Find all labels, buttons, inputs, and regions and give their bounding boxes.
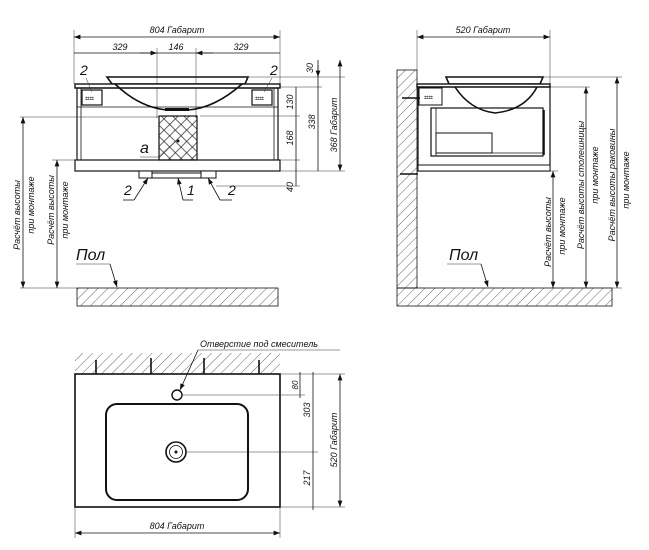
callout-1: 1 (187, 182, 195, 198)
height-calc-1-sublabel: при монтаже (26, 176, 36, 233)
callout-2-top-left: 2 (79, 62, 88, 78)
svg-text:⌗⌗: ⌗⌗ (424, 93, 434, 102)
side-overall-depth-label: 520 Габарит (456, 25, 511, 35)
countertop-height-calc-label: Расчёт высоты столешницы (576, 120, 586, 249)
cabinet-bottom-panel (74, 159, 281, 172)
svg-text:⌗⌗: ⌗⌗ (85, 94, 95, 103)
basin-height-calc-sublabel: при монтаже (621, 151, 631, 208)
height-calc-1-label: Расчёт высоты (12, 180, 22, 250)
hinge-right-icon (251, 89, 273, 106)
detail-a-label: a (140, 140, 149, 157)
callout-2-bottom-left: 2 (123, 182, 132, 198)
side-hinge-icon (418, 87, 443, 106)
top-overall-depth-label: 520 Габарит (329, 412, 339, 467)
floor-label: Пол (76, 247, 105, 264)
faucet-hole-icon (171, 389, 183, 401)
segment-center-label: 146 (168, 42, 183, 52)
countertop-height-calc-sublabel: при монтаже (590, 146, 600, 203)
wall-hatch (396, 69, 418, 289)
dim-130-label: 130 (285, 94, 295, 109)
overall-width-label: 804 Габарит (150, 25, 205, 35)
side-height-calc-sublabel: при монтаже (557, 197, 567, 254)
segment-left-label: 329 (112, 42, 127, 52)
detail-a-panel (158, 115, 198, 161)
side-basin-bowl (454, 86, 538, 114)
top-overall-width-label: 804 Габарит (150, 521, 205, 531)
top-wall-hatch (75, 353, 280, 374)
drawer (430, 107, 544, 157)
height-calc-2-sublabel: при монтаже (60, 181, 70, 238)
basin-height-calc-label: Расчёт высоты раковины (607, 128, 617, 241)
side-height-calc-label: Расчёт высоты (543, 197, 553, 267)
svg-text:⌗⌗: ⌗⌗ (255, 94, 265, 103)
faucet-hole-label: Отверстие под смеситель (200, 339, 318, 349)
dim-80-label: 80 (291, 380, 300, 389)
dim-168-label: 168 (285, 130, 295, 145)
dim-338-label: 338 (307, 114, 317, 129)
top-view: Отверстие под смеситель 80 303 217 520 Г… (74, 339, 345, 538)
dim-303-label: 303 (302, 402, 312, 417)
height-calc-2-label: Расчёт высоты (46, 175, 56, 245)
floor-hatch (76, 287, 279, 307)
segment-right-label: 329 (233, 42, 248, 52)
side-view: 520 Габарит ⌗⌗ Расчёт высоты при монтаже… (396, 25, 631, 307)
dim-40-label: 40 (285, 182, 295, 192)
callout-2-bottom-right: 2 (227, 182, 236, 198)
side-floor-label: Пол (449, 247, 478, 264)
dim-217-label: 217 (302, 470, 312, 487)
hinge-left-icon (81, 89, 103, 106)
callout-2-top-right: 2 (269, 62, 278, 78)
dim-30-label: 30 (305, 63, 315, 73)
front-view: 804 Габарит 329 146 329 ⌗⌗ ⌗⌗ a (12, 25, 345, 307)
basin-rim (105, 76, 250, 85)
overall-height-label: 368 Габарит (329, 97, 339, 152)
side-floor-hatch (396, 287, 613, 307)
